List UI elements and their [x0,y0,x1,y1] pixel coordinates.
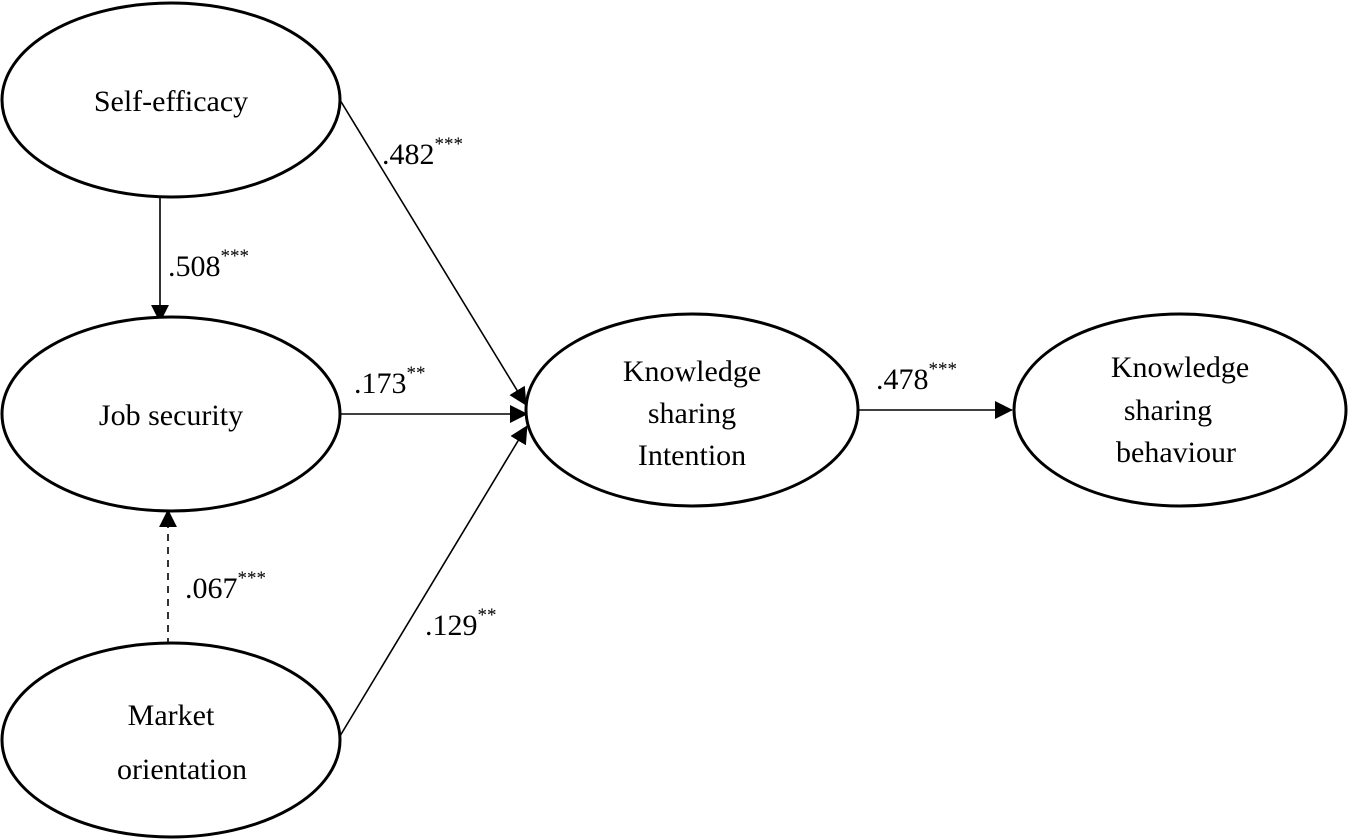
path-coefficient: .508 [168,250,221,283]
path-coefficient: .478 [876,363,929,396]
node-label-line: behaviour [1116,436,1236,469]
node-label-line: sharing [648,397,736,430]
edge-label-se-ksi: .482*** [382,134,463,171]
edge-label-mo-ksi: .129** [425,605,497,642]
node-ks-intention: Knowledge sharing Intention [524,312,860,508]
path-coefficient: .173 [354,367,407,400]
node-ks-behaviour: Knowledge sharing behaviour [1012,312,1348,508]
path-coefficient: .067 [185,572,238,605]
edge-label-js-ksi: .173** [354,363,426,400]
significance-stars: ** [407,363,426,384]
node-label-line: Intention [638,439,746,472]
edge-label-se-js: .508*** [168,246,249,283]
node-label-line: Self-efficacy [94,85,248,118]
significance-stars: ** [478,605,497,626]
edge-label-ksi-ksb: .478*** [876,359,957,396]
node-label-line: Knowledge [623,355,761,388]
significance-stars: *** [929,359,958,380]
path-coefficient: .129 [425,609,478,642]
node-label-line: sharing [1124,394,1212,427]
edge-market-orientation-to-ks-intention [339,425,528,737]
path-coefficient: .482 [382,138,435,171]
node-label-line: Knowledge [1111,351,1249,384]
node-job-security: Job security [0,315,342,513]
significance-stars: *** [238,568,267,589]
node-market-orientation: Market orientation [0,641,342,839]
significance-stars: *** [221,246,250,267]
node-self-efficacy: Self-efficacy [0,1,342,199]
node-label-line: Job security [99,399,243,432]
edge-label-mo-js: .067*** [185,568,266,605]
significance-stars: *** [435,134,464,155]
node-label-line: orientation [117,753,247,786]
edge-self-efficacy-to-ks-intention [339,99,527,406]
node-label-line: Market [128,699,215,732]
